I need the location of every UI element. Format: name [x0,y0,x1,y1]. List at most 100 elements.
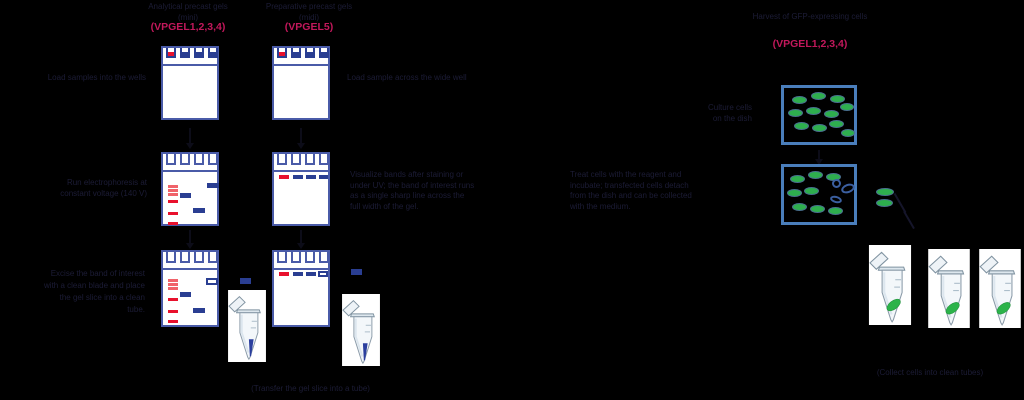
cell-icon [806,107,821,115]
col2-title: Preparative precast gels (midi) [246,2,372,23]
cell-icon [792,203,807,211]
cell-icon [812,124,827,132]
gel-separator [274,64,328,66]
right-description-line: Treat cells with the reagent and [570,170,682,179]
loaded-sample-blue [196,52,202,56]
step2-left-line: Run electrophoresis at [66,178,147,187]
loaded-sample-blue [210,52,216,56]
cell-icon [829,120,844,128]
marker-band-red [168,320,178,323]
col2-title-line1: Preparative precast gels [265,2,353,11]
col1-title-line1: Analytical precast gels [148,2,228,11]
microcentrifuge-tube-icon [341,294,381,366]
right-catalog-label: (VPGEL1,2,3,4) [772,38,848,50]
marker-band-pink [168,287,178,290]
well-row [166,252,218,263]
col1-title-line2: (mini) [178,12,198,22]
cell-icon [787,189,802,197]
cell-icon [804,187,819,195]
cell-icon [788,109,803,117]
well-row [166,48,218,58]
cell-icon [794,122,809,130]
gel-well [291,252,301,263]
left-caption: (Transfer the gel slice into a tube) [251,384,370,393]
loaded-sample-red [279,52,285,56]
cell-icon [792,96,807,104]
gel-well [291,154,301,165]
step2-right-line: under UV; the band of interest runs [350,180,475,190]
marker-band-red [168,212,178,215]
marker-band-pink [168,185,178,188]
gel-well [180,48,190,58]
lysed-cell-ring-icon [832,179,841,188]
sample-band-blue [207,183,219,188]
free-cell-icon [876,199,893,207]
sample-band-blue [180,193,191,198]
band-blue [306,175,316,179]
cell-icon [824,110,839,118]
arrow-down-icon [297,128,305,149]
gel-well [208,154,218,165]
band-blue [306,272,316,276]
cell-icon [840,103,854,111]
gel-well [166,48,176,58]
sample-band-blue [193,308,205,313]
step3-left-line: Excise the band of interest [50,269,145,278]
plate1-label: Culture cells on the dish [690,103,752,124]
arrow-down-icon [815,150,823,165]
arrow-down-icon [186,230,194,249]
gel-well [180,154,190,165]
well-row [277,154,329,165]
arrow-mark [903,210,915,230]
gel-well [166,252,176,263]
marker-band-pink [168,283,178,286]
step3-left-line: tube. [127,305,145,314]
plate1-label-line: on the dish [712,113,752,123]
arrow-down-icon [186,128,194,149]
step1-label-left: Load samples into the wells [47,73,146,82]
step3-left-line: the gel slice into a clean [59,293,145,302]
cell-icon [810,205,825,213]
loaded-sample-blue [182,52,188,56]
gel-separator [163,170,217,172]
gel-step1-col2 [272,46,330,120]
right-caption: (Collect cells into clean tubes) [876,368,984,377]
step2-right-line: as a single sharp line across the [350,191,465,200]
band-blue [319,175,328,179]
marker-band-red [168,298,178,301]
lysed-cell-ring-icon [839,181,857,196]
gel-step1-col1 [161,46,219,120]
loaded-sample-blue [293,52,299,56]
marker-band-red [168,310,178,313]
step2-right-line: full width of the gel. [350,201,419,211]
excised-band-outline [206,278,218,285]
gel-well [305,252,315,263]
gel-step3-col2 [272,250,330,327]
marker-band-pink [168,189,178,192]
well-row [166,154,218,165]
marker-band-red [168,222,178,225]
step3-label-left: Excise the band of interest with a clean… [0,268,145,316]
marker-band-pink [168,193,178,196]
microcentrifuge-tube-green-icon [925,249,973,328]
sample-band-blue [180,292,191,297]
plate1-label-line: Culture cells [707,103,752,112]
gel-well [305,154,315,165]
culture-plate-2 [781,164,857,225]
step2-left-line: constant voltage (140 V) [60,188,147,198]
loaded-sample-blue [307,52,313,56]
right-description: Treat cells with the reagent and incubat… [570,170,760,212]
step2-label-right: Visualize bands after staining or under … [350,170,512,212]
well-row [277,252,329,263]
gel-separator [274,170,328,172]
right-description-line: from the dish and can be collected [570,191,692,200]
gel-well [166,154,176,165]
gel-well [319,252,329,263]
arrow-down-icon [297,230,305,249]
microcentrifuge-tube-green-icon [976,249,1024,328]
sample-band-blue [193,208,205,213]
right-description-line: incubate; transfected cells detach [570,180,689,190]
right-description-line: with the medium. [570,201,631,211]
col1-catalog-label: (VPGEL1,2,3,4) [150,21,226,33]
